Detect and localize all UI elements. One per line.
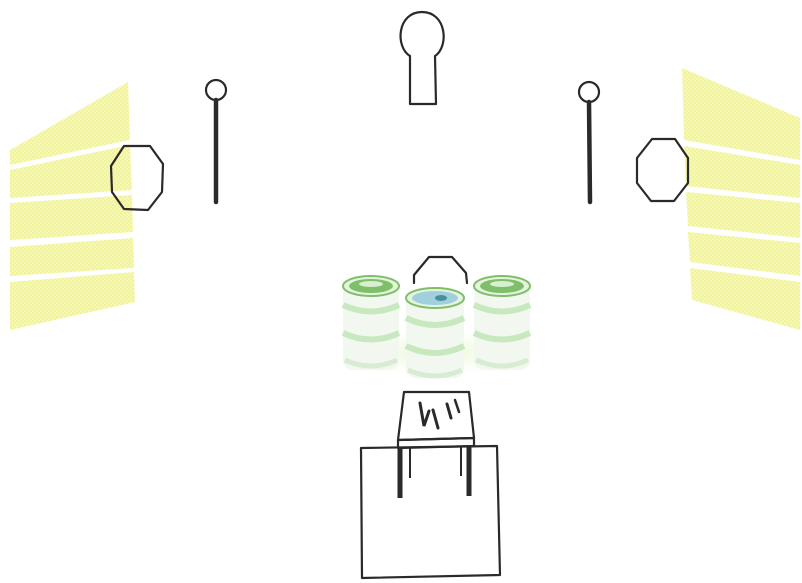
octagon-target-icon[interactable]: [635, 137, 690, 203]
right-wall-panels: [682, 68, 800, 330]
barrel: [404, 287, 466, 379]
barrel: [341, 275, 401, 370]
barrel: [472, 275, 532, 370]
keyhole-target-icon[interactable]: [399, 10, 445, 106]
left-wall-panels: [10, 82, 135, 330]
pin-lever-icon[interactable]: [204, 78, 228, 205]
pin-lever-icon[interactable]: [577, 80, 601, 205]
octagon-target-icon[interactable]: [109, 144, 165, 212]
octagon-target-icon[interactable]: [412, 255, 469, 285]
platform-icon: [359, 444, 502, 580]
barrels: [324, 275, 544, 380]
crate-icon[interactable]: [396, 390, 476, 498]
